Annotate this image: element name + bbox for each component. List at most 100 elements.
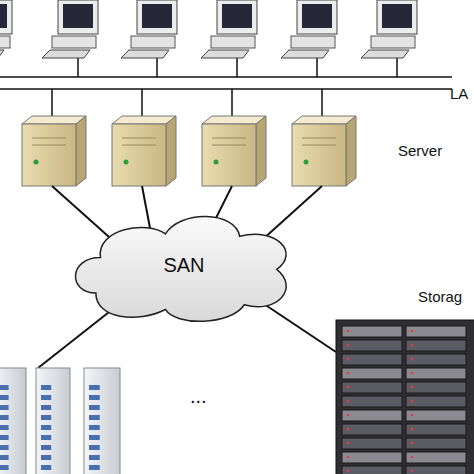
lan-drop-line bbox=[51, 89, 53, 118]
pc-keyboard bbox=[201, 50, 249, 58]
rack-led bbox=[347, 470, 350, 473]
storage-tower bbox=[0, 368, 26, 474]
desktop-pc bbox=[42, 0, 98, 77]
pc-base bbox=[371, 36, 415, 48]
rack-unit bbox=[342, 452, 402, 463]
pc-base bbox=[211, 36, 255, 48]
rack-led bbox=[411, 386, 414, 389]
rack-led bbox=[411, 400, 414, 403]
rack-led bbox=[411, 344, 414, 347]
server-front bbox=[112, 124, 166, 186]
pc-base bbox=[0, 36, 10, 48]
rack-unit bbox=[342, 326, 402, 337]
server-top bbox=[292, 116, 356, 124]
storage-rack bbox=[336, 320, 474, 474]
tower-stripe bbox=[0, 465, 9, 470]
rack-unit bbox=[406, 354, 466, 365]
rack-led bbox=[347, 386, 350, 389]
rack-led bbox=[347, 344, 350, 347]
server-led bbox=[304, 160, 309, 165]
server-led bbox=[124, 160, 129, 165]
rack-unit bbox=[342, 410, 402, 421]
lan-drop-line bbox=[321, 89, 323, 118]
rack-led bbox=[347, 400, 350, 403]
desktop-pc bbox=[201, 0, 257, 77]
pc-screen bbox=[63, 4, 93, 28]
pc-monitor bbox=[377, 0, 417, 34]
server-bay bbox=[122, 138, 156, 139]
rack-led bbox=[411, 358, 414, 361]
rack-led bbox=[411, 456, 414, 459]
network-name: SAN bbox=[68, 255, 300, 275]
san-wire bbox=[262, 186, 322, 240]
rack-unit bbox=[342, 368, 402, 379]
rack-unit bbox=[406, 424, 466, 435]
server-top bbox=[202, 116, 266, 124]
rack-led bbox=[411, 442, 414, 445]
server-bay bbox=[212, 138, 246, 139]
tower-stripe bbox=[0, 435, 9, 440]
rack-unit bbox=[406, 396, 466, 407]
tower-stripe bbox=[0, 425, 9, 430]
rack-unit bbox=[406, 438, 466, 449]
rack-led bbox=[347, 442, 350, 445]
rack-unit bbox=[406, 326, 466, 337]
san-wire bbox=[38, 305, 118, 368]
san-wire bbox=[52, 186, 118, 245]
rack-led bbox=[347, 358, 350, 361]
pc-base bbox=[291, 36, 335, 48]
storage-tower bbox=[36, 368, 70, 474]
server-side bbox=[76, 116, 86, 186]
rack-unit bbox=[342, 382, 402, 393]
server-box bbox=[112, 89, 176, 186]
tower-stripe bbox=[89, 385, 100, 390]
pc-screen bbox=[302, 4, 332, 28]
pc-monitor bbox=[58, 0, 98, 34]
cloud-node: SAN bbox=[68, 208, 300, 326]
tower-body bbox=[84, 368, 120, 474]
pc-keyboard bbox=[121, 50, 169, 58]
server-led bbox=[214, 160, 219, 165]
server-bay bbox=[122, 145, 156, 146]
lan-drop-line bbox=[141, 89, 143, 118]
tower-stripe bbox=[41, 385, 51, 390]
tower-body bbox=[0, 368, 26, 474]
desktop-pc bbox=[281, 0, 337, 77]
tower-stripe bbox=[89, 405, 100, 410]
part-label: Server bbox=[398, 143, 442, 158]
tower-stripe bbox=[89, 445, 100, 450]
rack-led bbox=[411, 372, 414, 375]
part-label: LA bbox=[450, 86, 468, 101]
server-bay bbox=[302, 138, 336, 139]
rack-unit bbox=[406, 382, 466, 393]
pc-screen bbox=[0, 4, 7, 28]
pc-monitor bbox=[217, 0, 257, 34]
desktop-pc bbox=[0, 0, 12, 77]
rack-led bbox=[347, 372, 350, 375]
rack-led bbox=[347, 456, 350, 459]
server-front bbox=[202, 124, 256, 186]
rack-led bbox=[411, 428, 414, 431]
tower-stripe bbox=[41, 405, 51, 410]
tower-stripe bbox=[41, 415, 51, 420]
san-wire bbox=[142, 186, 150, 228]
tower-stripe bbox=[41, 395, 51, 400]
rack-body bbox=[336, 320, 474, 474]
pc-base bbox=[131, 36, 175, 48]
server-bay bbox=[32, 138, 66, 139]
tower-stripe bbox=[41, 465, 51, 470]
pc-keyboard bbox=[281, 50, 329, 58]
server-bay bbox=[32, 145, 66, 146]
storage-tower bbox=[84, 368, 120, 474]
server-bay bbox=[302, 145, 336, 146]
tower-body bbox=[36, 368, 70, 474]
server-led bbox=[34, 160, 39, 165]
rack-led bbox=[411, 330, 414, 333]
rack-led bbox=[411, 470, 414, 473]
tower-stripe bbox=[0, 405, 9, 410]
server-side bbox=[346, 116, 356, 186]
desktop-pc bbox=[361, 0, 417, 77]
server-front bbox=[22, 124, 76, 186]
tower-stripe bbox=[0, 455, 9, 460]
